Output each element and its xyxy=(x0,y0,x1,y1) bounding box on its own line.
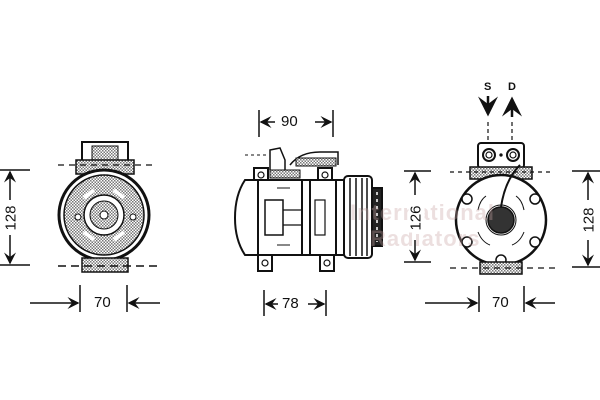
side-top-width-label: 90 xyxy=(279,113,300,130)
dimension-side-top xyxy=(258,110,334,137)
side-view xyxy=(233,147,383,272)
front-width-label: 70 xyxy=(92,294,113,311)
front-height-label: 128 xyxy=(2,203,20,233)
dimension-front-height xyxy=(0,169,30,266)
front-view xyxy=(57,141,160,273)
watermark-line2: Radiators xyxy=(370,226,481,251)
side-bottom-width-label: 78 xyxy=(280,295,301,312)
rear-width-label: 70 xyxy=(490,294,511,311)
rear-right-height-label: 128 xyxy=(580,205,598,235)
suction-port-label: S xyxy=(484,81,492,93)
port-arrows xyxy=(478,96,522,117)
dimension-rear-left-height xyxy=(404,170,431,263)
dimension-rear-right-height xyxy=(572,170,600,268)
discharge-port-label: D xyxy=(508,81,516,93)
dimension-side-bottom xyxy=(263,290,327,316)
dimension-rear-width xyxy=(425,286,555,312)
rear-left-height-label: 126 xyxy=(407,203,425,233)
dimension-front-width xyxy=(30,285,160,312)
rear-view xyxy=(450,122,560,275)
